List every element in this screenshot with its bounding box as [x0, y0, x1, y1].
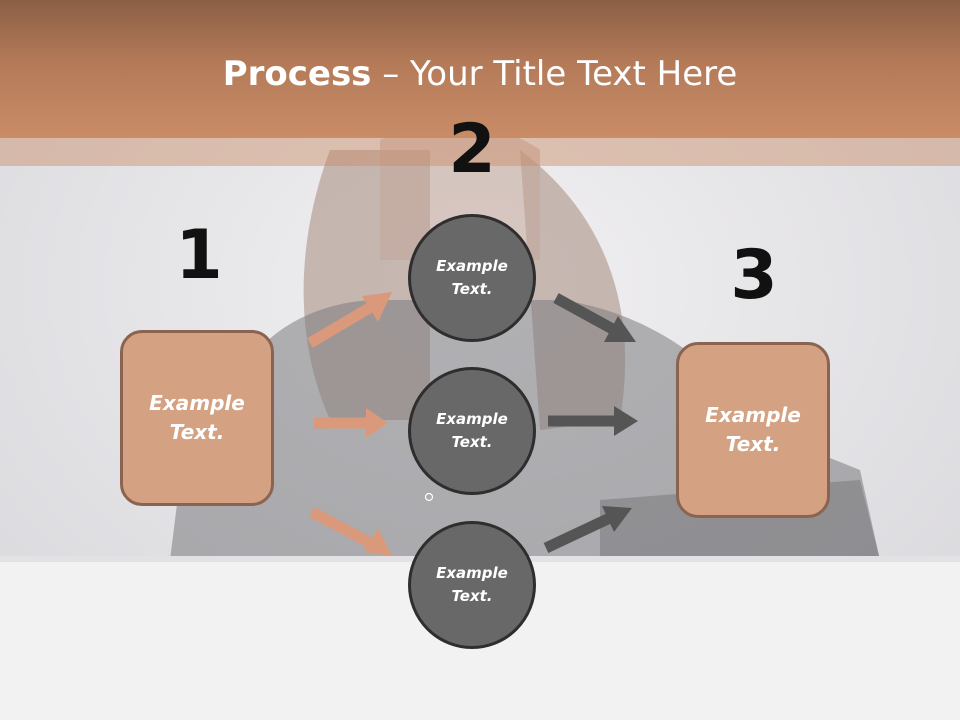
- process-circle-middle: Example Text.: [408, 367, 536, 495]
- circle-bottom-label: Example Text.: [436, 564, 508, 605]
- right-box-label: Example Text.: [705, 403, 801, 456]
- step-number-1: 1: [175, 216, 223, 295]
- left-process-box: Example Text.: [120, 330, 274, 506]
- right-process-box: Example Text.: [676, 342, 830, 518]
- process-circle-bottom: Example Text.: [408, 521, 536, 649]
- slide-title: Process – Your Title Text Here: [0, 52, 960, 96]
- title-bold: Process: [222, 54, 372, 94]
- rotate-icon: [424, 492, 434, 502]
- title-bar: [0, 0, 960, 138]
- step-number-3: 3: [730, 236, 778, 315]
- circle-middle-label: Example Text.: [436, 410, 508, 451]
- title-rest: – Your Title Text Here: [371, 54, 738, 94]
- process-circle-top: Example Text.: [408, 214, 536, 342]
- circle-top-label: Example Text.: [436, 257, 508, 298]
- left-box-label: Example Text.: [149, 391, 245, 444]
- title-band: [0, 138, 960, 166]
- step-number-2: 2: [448, 110, 496, 189]
